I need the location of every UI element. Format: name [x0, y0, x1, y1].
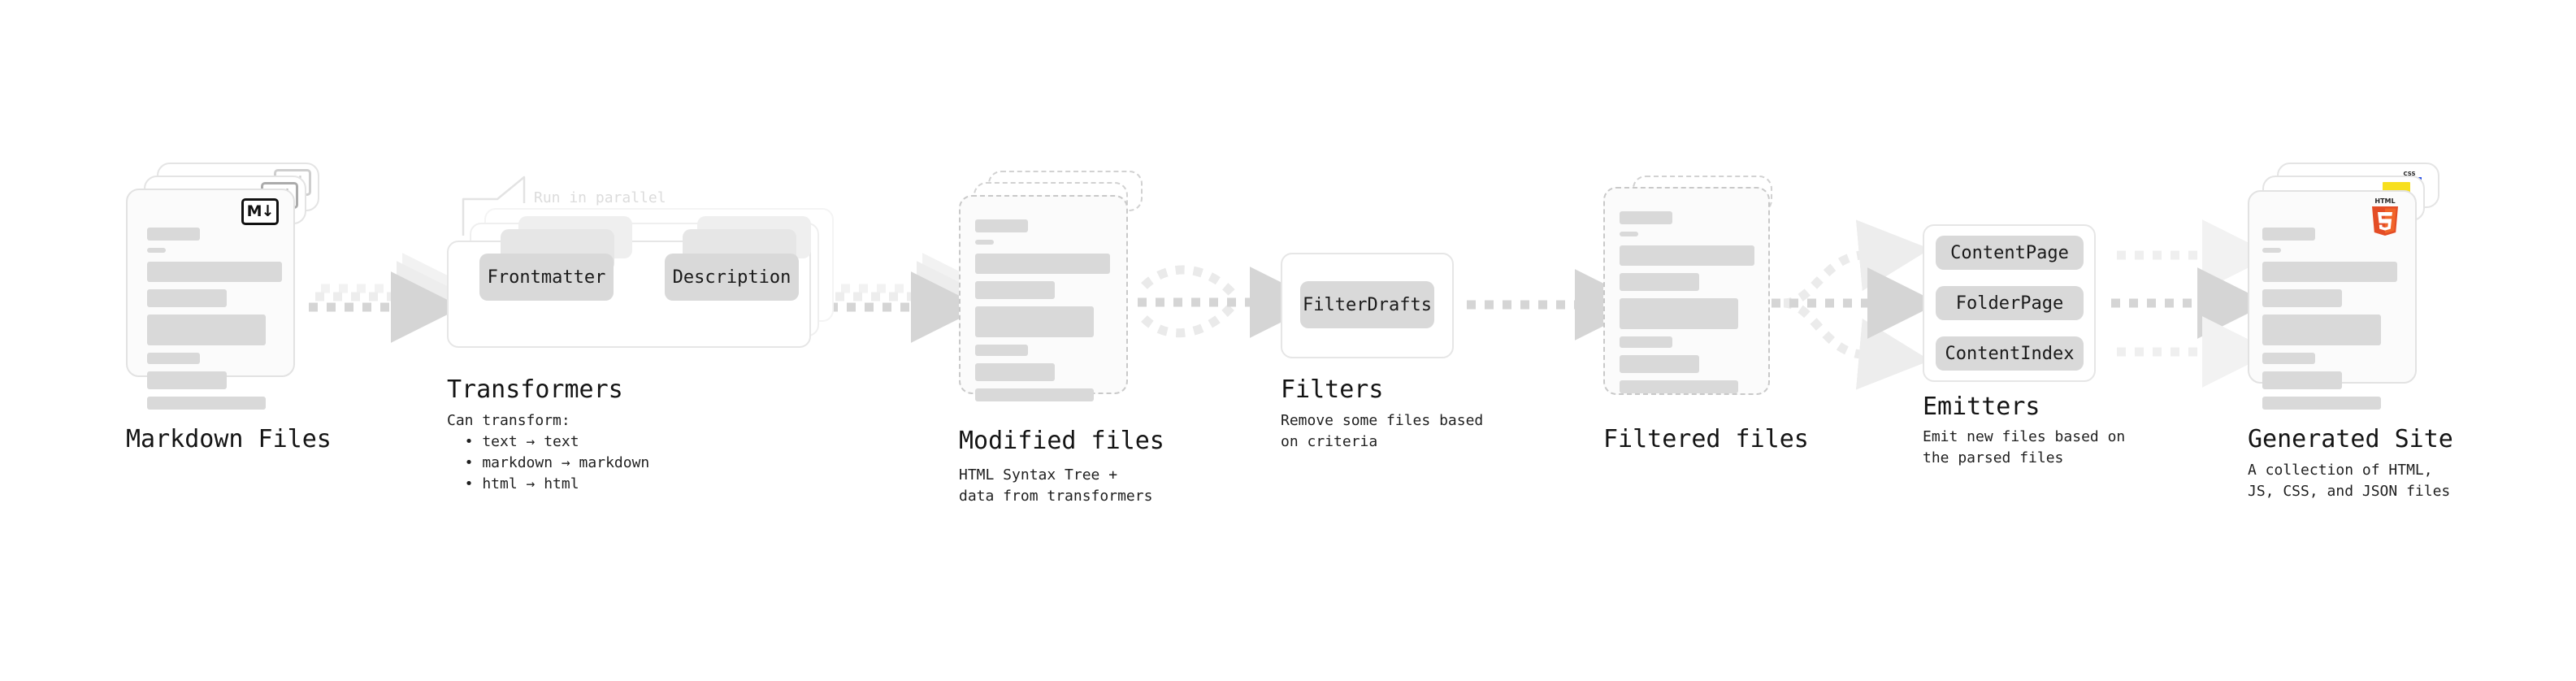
content-bar [147, 353, 200, 364]
connector-emitters-to-site [2111, 219, 2274, 388]
content-bar [2262, 353, 2315, 364]
description-chip[interactable]: Description [665, 254, 799, 301]
stage-title-filtered-files: Filtered files [1603, 425, 1809, 453]
svg-text:HTML: HTML [2374, 197, 2395, 205]
contentindex-chip[interactable]: ContentIndex [1936, 336, 2084, 371]
content-bar [147, 371, 227, 389]
content-bar [147, 289, 227, 307]
content-bar [147, 248, 166, 253]
content-bar [1620, 336, 1672, 348]
connector-filtered-to-emitters [1772, 219, 1939, 390]
stage-subtitle-transformers: Can transform: • text → text • markdown … [447, 412, 650, 492]
content-bar [1620, 245, 1754, 266]
content-bar [1620, 380, 1738, 393]
css-icon-label: CSS [2403, 171, 2416, 177]
connector-md-to-transformers [309, 253, 474, 343]
markdown-card-content [147, 228, 282, 417]
stage-title-markdown-files: Markdown Files [126, 425, 332, 453]
content-bar [2262, 371, 2342, 389]
stage-subtitle-modified-files: HTML Syntax Tree + data from transformer… [959, 466, 1153, 505]
content-bar [1620, 355, 1699, 373]
content-bar [1620, 211, 1672, 224]
stage-title-transformers: Transformers [447, 375, 623, 404]
content-bar [2262, 397, 2381, 410]
content-bar [147, 397, 266, 410]
content-bar [975, 219, 1028, 232]
content-bar [975, 306, 1094, 337]
content-bar [2262, 228, 2315, 241]
site-card-content [2262, 228, 2407, 417]
content-bar [1620, 232, 1638, 236]
stage-subtitle-generated-site: A collection of HTML, JS, CSS, and JSON … [2248, 462, 2451, 500]
connector-modified-to-filters [1138, 265, 1321, 338]
stage-title-filters: Filters [1281, 375, 1384, 404]
stage-title-generated-site: Generated Site [2248, 425, 2453, 453]
content-bar [1620, 273, 1699, 291]
content-bar [975, 345, 1028, 356]
run-in-parallel-label: Run in parallel [534, 189, 666, 206]
filterdrafts-chip[interactable]: FilterDrafts [1300, 281, 1434, 328]
content-bar [147, 228, 200, 241]
content-bar [1620, 298, 1738, 329]
content-bar [975, 363, 1055, 381]
content-bar [975, 254, 1110, 274]
content-bar [2262, 289, 2342, 307]
connector-transformers-to-modified [829, 253, 994, 343]
content-bar [2262, 314, 2381, 345]
stage-title-emitters: Emitters [1923, 393, 2040, 421]
content-bar [975, 388, 1094, 401]
html5-icon: HTML [2372, 197, 2398, 236]
content-bar [975, 240, 994, 245]
content-bar [2262, 248, 2281, 253]
content-bar [975, 281, 1055, 299]
stage-subtitle-filters: Remove some files based on criteria [1281, 412, 1484, 450]
stage-title-modified-files: Modified files [959, 427, 1164, 455]
modified-card-content [975, 219, 1113, 409]
content-bar [147, 314, 266, 345]
stage-subtitle-emitters: Emit new files based on the parsed files [1923, 428, 2126, 466]
frontmatter-chip[interactable]: Frontmatter [479, 254, 614, 301]
content-bar [2262, 262, 2397, 282]
filtered-card-content [1620, 211, 1758, 401]
content-bar [147, 262, 282, 282]
folderpage-chip[interactable]: FolderPage [1936, 286, 2084, 320]
markdown-icon: M↓ [241, 198, 279, 225]
contentpage-chip[interactable]: ContentPage [1936, 236, 2084, 270]
